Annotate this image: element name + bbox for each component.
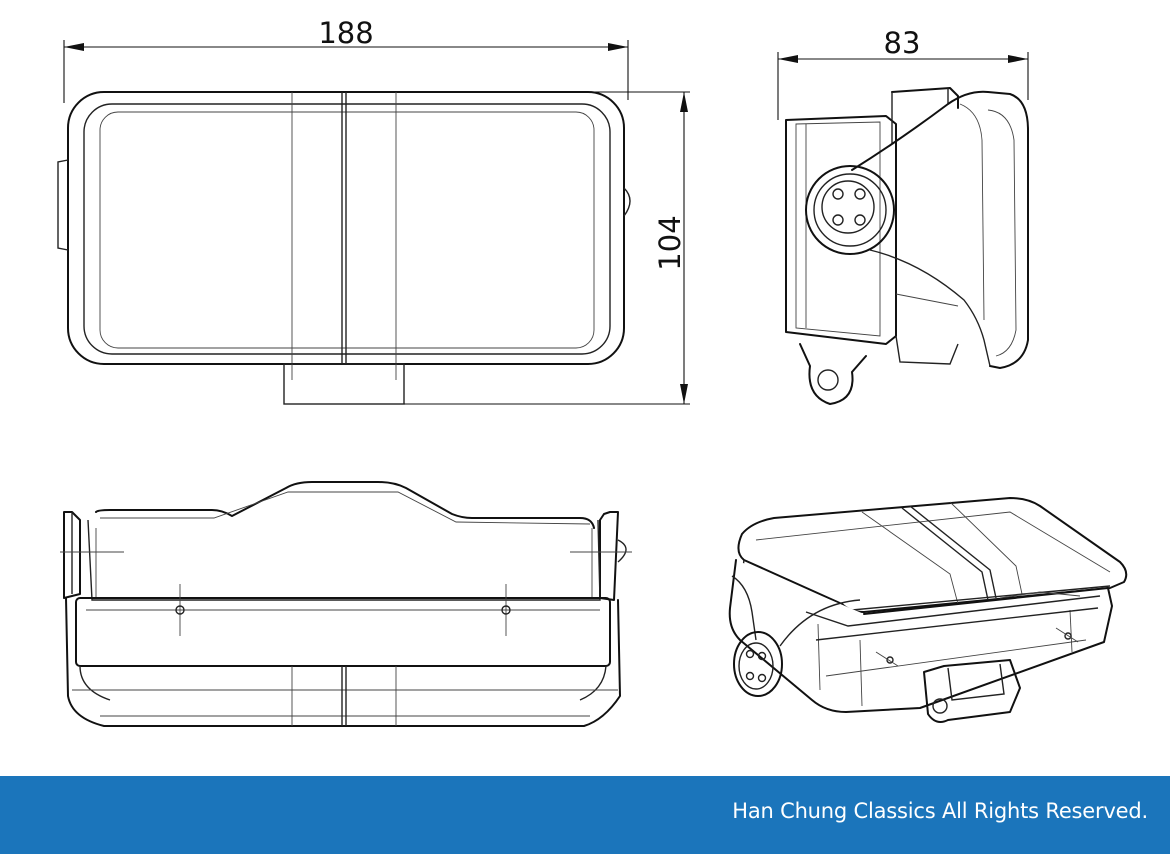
front-view: 188 104: [57, 16, 690, 405]
isometric-view: [728, 497, 1128, 723]
dimension-height: 104: [404, 91, 690, 405]
dimension-depth-label: 83: [884, 26, 921, 60]
technical-drawing: 188 104: [57, 16, 1128, 727]
copyright-text: Han Chung Classics All Rights Reserved.: [732, 799, 1148, 823]
dimension-height-label: 104: [653, 215, 687, 270]
footer-band: Han Chung Classics All Rights Reserved.: [0, 776, 1170, 854]
dimension-width-label: 188: [318, 16, 373, 50]
top-view: [60, 481, 632, 727]
side-view: 83: [777, 26, 1029, 405]
dimension-depth: 83: [777, 26, 1029, 120]
dimension-width: 188: [63, 16, 629, 103]
